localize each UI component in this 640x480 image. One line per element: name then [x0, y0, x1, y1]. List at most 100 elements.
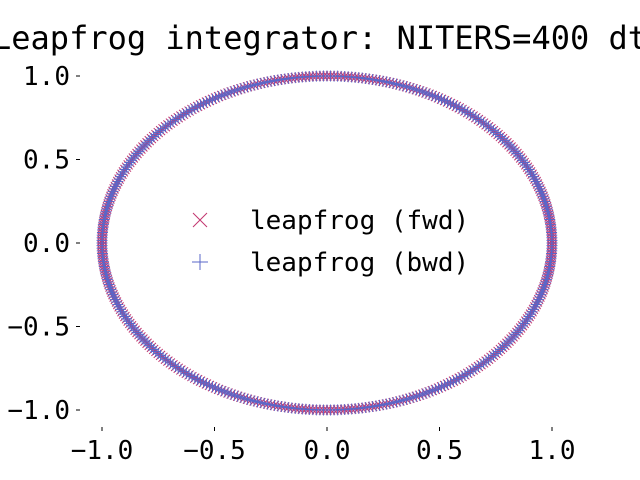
- legend-label-fwd: leapfrog (fwd): [250, 206, 469, 236]
- data-point-bwd: [104, 281, 116, 293]
- data-point-bwd: [541, 203, 553, 215]
- legend-x-marker: [192, 212, 208, 228]
- data-point-bwd: [101, 273, 113, 285]
- data-point-bwd: [197, 97, 209, 109]
- data-point-bwd: [101, 203, 113, 215]
- data-point-bwd: [456, 371, 468, 383]
- data-point-bwd: [108, 183, 120, 195]
- data-point-bwd: [116, 306, 128, 318]
- data-point-bwd: [442, 378, 454, 390]
- data-point-bwd: [439, 95, 451, 107]
- data-point-bwd: [192, 100, 204, 112]
- chart-title: Leapfrog integrator: NITERS=400 dt=: [0, 19, 640, 57]
- y-axis: −1.0−0.50.00.51.0: [7, 62, 80, 426]
- data-point-bwd: [203, 379, 215, 391]
- data-point-bwd: [103, 195, 115, 207]
- data-point-bwd: [432, 92, 444, 104]
- data-point-bwd: [117, 308, 129, 320]
- data-point-bwd: [459, 105, 471, 117]
- data-point-bwd: [98, 261, 110, 273]
- data-point-bwd: [102, 276, 114, 288]
- data-point-bwd: [542, 268, 554, 280]
- data-point-bwd: [186, 371, 198, 383]
- data-point-bwd: [115, 303, 127, 315]
- data-point-bwd: [527, 303, 539, 315]
- data-point-bwd: [213, 91, 225, 103]
- data-point-bwd: [541, 273, 553, 285]
- data-point-bwd: [423, 386, 435, 398]
- data-point-bwd: [189, 102, 201, 114]
- data-point-bwd: [111, 178, 123, 190]
- data-point-bwd: [105, 284, 117, 296]
- legend: leapfrog (fwd) leapfrog (bwd): [192, 206, 469, 278]
- data-point-bwd: [526, 168, 538, 180]
- data-point-bwd: [219, 88, 231, 100]
- data-point-bwd: [183, 105, 195, 117]
- data-point-bwd: [206, 93, 218, 105]
- data-point-bwd: [139, 335, 151, 347]
- data-point-bwd: [442, 96, 454, 108]
- x-tick-label: 1.0: [529, 436, 576, 466]
- data-point-bwd: [535, 185, 547, 197]
- data-point-bwd: [426, 89, 438, 101]
- data-point-bwd: [101, 271, 113, 283]
- data-point-bwd: [99, 263, 111, 275]
- data-point-bwd: [113, 301, 125, 313]
- data-point-bwd: [426, 385, 438, 397]
- data-point-bwd: [432, 382, 444, 394]
- data-point-bwd: [210, 382, 222, 394]
- data-point-bwd: [206, 381, 218, 393]
- data-point-bwd: [112, 298, 124, 310]
- data-point-bwd: [112, 176, 124, 188]
- y-tick-label: 1.0: [23, 62, 70, 92]
- data-point-bwd: [192, 374, 204, 386]
- data-point-bwd: [429, 383, 441, 395]
- data-point-bwd: [447, 99, 459, 111]
- data-point-bwd: [121, 161, 133, 173]
- y-tick-label: −1.0: [7, 396, 70, 426]
- data-point-bwd: [464, 108, 476, 120]
- data-point-bwd: [539, 279, 551, 291]
- data-point-bwd: [459, 369, 471, 381]
- y-tick-label: 0.0: [23, 229, 70, 259]
- data-point-bwd: [213, 383, 225, 395]
- x-tick-label: −1.0: [71, 436, 134, 466]
- data-point-bwd: [210, 92, 222, 104]
- data-point-bwd: [542, 206, 554, 218]
- data-point-bwd: [450, 100, 462, 112]
- data-point-bwd: [197, 377, 209, 389]
- data-point-bwd: [200, 378, 212, 390]
- data-point-bwd: [109, 294, 121, 306]
- data-point-bwd: [543, 263, 555, 275]
- data-point-bwd: [195, 99, 207, 111]
- data-point-bwd: [178, 366, 190, 378]
- legend-marker-fwd: [192, 212, 208, 228]
- data-point-bwd: [423, 88, 435, 100]
- data-point-bwd: [533, 180, 545, 192]
- data-point-bwd: [99, 211, 111, 223]
- x-tick-label: −0.5: [183, 436, 246, 466]
- data-point-bwd: [447, 375, 459, 387]
- data-point-bwd: [429, 91, 441, 103]
- data-point-bwd: [453, 102, 465, 114]
- data-point-bwd: [100, 206, 112, 218]
- data-point-bwd: [445, 97, 457, 109]
- data-point-bwd: [537, 190, 549, 202]
- x-tick-label: 0.0: [304, 436, 351, 466]
- data-point-bwd: [544, 213, 556, 225]
- data-point-bwd: [453, 372, 465, 384]
- data-point-bwd: [219, 386, 231, 398]
- data-point-bwd: [195, 375, 207, 387]
- data-point-bwd: [535, 289, 547, 301]
- data-point-bwd: [525, 166, 537, 178]
- data-point-bwd: [102, 198, 114, 210]
- data-point-bwd: [462, 107, 474, 119]
- data-point-bwd: [530, 176, 542, 188]
- data-point-bwd: [540, 276, 552, 288]
- data-point-bwd: [105, 190, 117, 202]
- data-point-bwd: [99, 208, 111, 220]
- data-point-bwd: [503, 139, 515, 151]
- series-leapfrog-bwd: [96, 70, 558, 416]
- data-point-bwd: [216, 89, 228, 101]
